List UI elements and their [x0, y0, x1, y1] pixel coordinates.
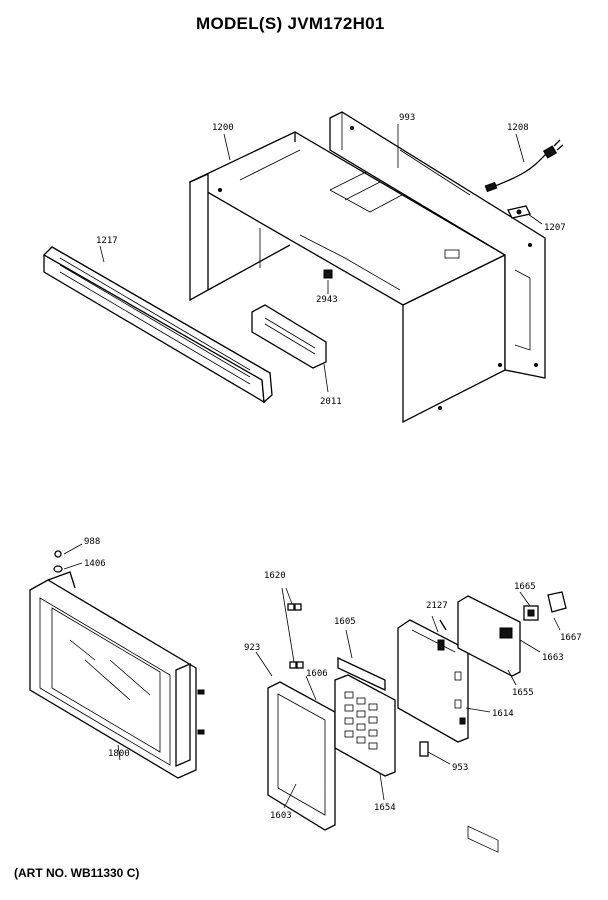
label-1665: 1665 [514, 582, 536, 592]
callout-labels: 993 1200 1208 1207 1217 2943 2011 988 14… [84, 113, 582, 821]
label-1406: 1406 [84, 559, 106, 569]
label-1655: 1655 [512, 688, 534, 698]
label-1663: 1663 [542, 653, 564, 663]
bracket-1207 [507, 205, 531, 219]
label-1614: 1614 [492, 709, 514, 719]
label-1654: 1654 [374, 803, 396, 813]
label-1606: 1606 [306, 669, 328, 679]
vent-grille [42, 246, 273, 404]
label-1217: 1217 [96, 236, 118, 246]
label-1620: 1620 [264, 571, 286, 581]
clips-1620 [287, 603, 304, 669]
label-923: 923 [244, 643, 260, 653]
label-2127: 2127 [426, 601, 448, 611]
small-parts [419, 591, 567, 757]
label-1605: 1605 [334, 617, 356, 627]
label-953: 953 [452, 763, 468, 773]
leader-lines [63, 124, 561, 809]
strip-1605 [337, 656, 386, 692]
door-assembly [29, 550, 205, 779]
power-cord [484, 139, 564, 193]
bracket-2011 [251, 304, 327, 369]
control-keypad [334, 674, 396, 777]
board-1655 [457, 595, 521, 853]
label-1800: 1800 [108, 749, 130, 759]
part-2943 [323, 269, 333, 279]
label-1208: 1208 [507, 123, 529, 133]
art-number: (ART NO. WB11330 C) [14, 866, 140, 880]
label-2011: 2011 [320, 397, 342, 407]
label-2943: 2943 [316, 295, 338, 305]
label-1207: 1207 [544, 223, 566, 233]
label-1603: 1603 [270, 811, 292, 821]
label-993: 993 [399, 113, 415, 123]
rear-plate [329, 111, 546, 379]
label-1200: 1200 [212, 123, 234, 133]
label-1667: 1667 [560, 633, 582, 643]
diagram-title: MODEL(S) JVM172H01 [196, 14, 385, 33]
label-988: 988 [84, 537, 100, 547]
door-frame [267, 681, 336, 831]
control-board [397, 619, 469, 743]
